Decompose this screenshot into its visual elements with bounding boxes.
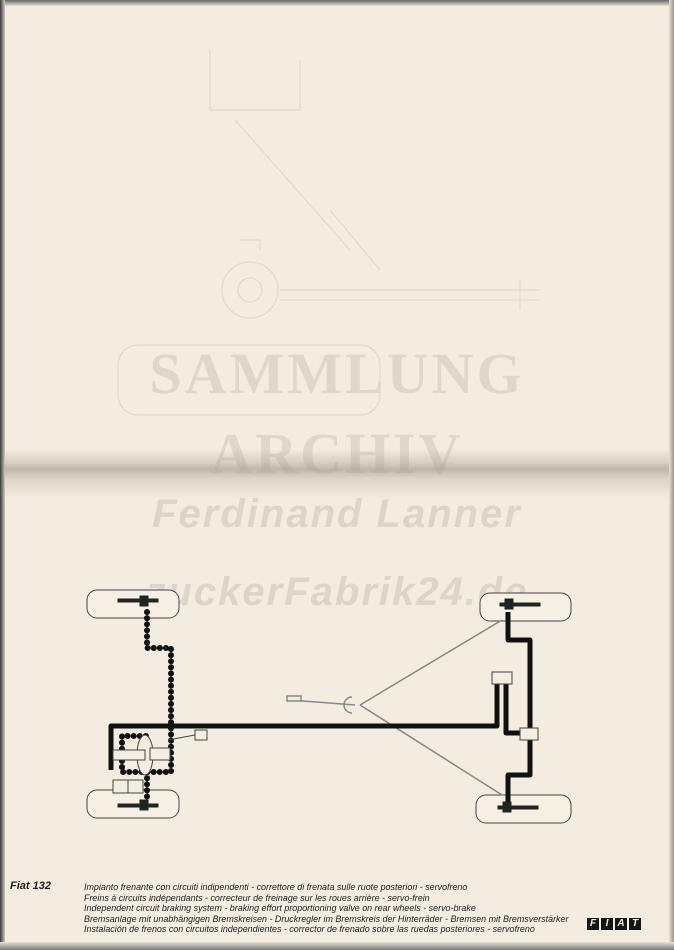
wheel-front-right — [479, 592, 572, 622]
caption-block: Impianto frenante con circuiti indipende… — [84, 882, 605, 936]
logo-letter: T — [629, 918, 641, 930]
watermark-line: ARCHIV — [210, 421, 464, 486]
valve-body — [491, 671, 513, 685]
logo-letter: I — [601, 918, 613, 930]
model-label: Fiat 132 — [10, 880, 51, 892]
brake-circuit-dotted — [119, 609, 174, 801]
page-edge-top — [0, 0, 674, 6]
watermark-line: zuckerFabrik24.de — [145, 570, 529, 614]
fiat-logo: F I A T — [587, 918, 641, 930]
caption-line-de: Bremsanlage mit unabhängigen Bremskreise… — [84, 913, 569, 925]
page-edge-left — [0, 0, 5, 950]
junction — [519, 727, 539, 741]
logo-letter: F — [587, 918, 599, 930]
wheel-front-left — [86, 589, 180, 619]
logo-letter: A — [615, 918, 627, 930]
caption-line-fr: Freins à circuits indépendants - correct… — [84, 892, 430, 904]
page-edge-bottom — [0, 942, 674, 950]
page-edge-right — [669, 0, 674, 950]
caption-line-en: Independent circuit braking system - bra… — [84, 903, 476, 914]
caption-line-it: Impianto frenante con circuiti indipende… — [84, 882, 468, 893]
brake-calipers — [117, 595, 541, 813]
page-fold — [0, 450, 674, 498]
watermark-line: Ferdinand Lanner — [152, 492, 522, 536]
bleed-through-drawing — [117, 50, 540, 416]
servo-brake-master-cylinder — [112, 729, 208, 794]
valve-linkage — [286, 619, 503, 796]
watermark-line: SAMMLUNG — [149, 341, 525, 406]
caption-line-es: Instalación de frenos con circuitos inde… — [84, 924, 535, 935]
